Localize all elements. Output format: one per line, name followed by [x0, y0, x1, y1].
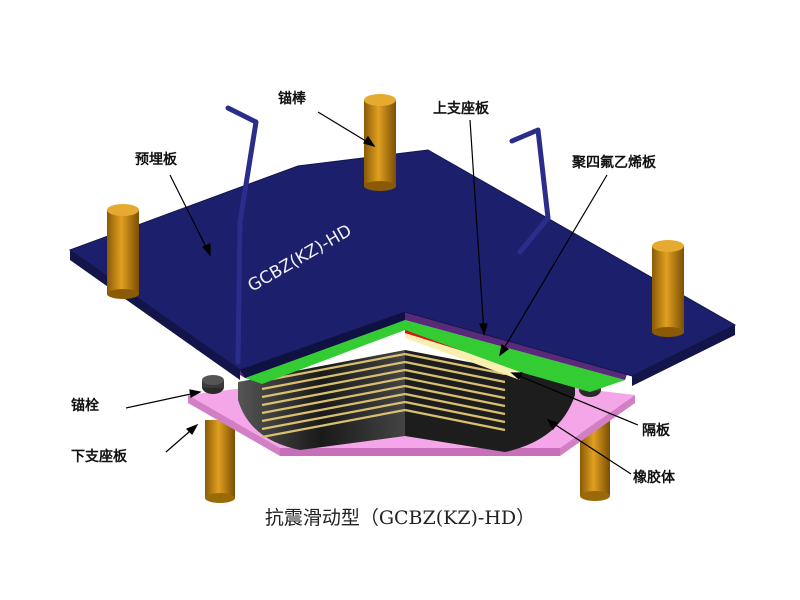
- anchor-rod-right: [509, 127, 551, 255]
- leader-lines: [125, 111, 639, 475]
- upper-anchor-post-center: [364, 94, 396, 191]
- label-embedded-plate: 预埋板: [135, 152, 177, 168]
- leader-ptfe-plate: [499, 174, 608, 357]
- label-lower-seat-plate: 下支座板: [71, 449, 127, 465]
- anchor-bolt-head-left: [202, 375, 224, 394]
- leader-embedded-plate: [169, 174, 211, 257]
- steel-layers-left: [261, 352, 406, 439]
- label-anchor-bolt: 锚栓: [71, 398, 99, 414]
- leader-upper-seat-plate: [469, 119, 488, 336]
- figure-caption: 抗震滑动型（GCBZ(KZ)-HD）: [264, 507, 536, 529]
- label-ptfe-plate: 聚四氟乙烯板: [572, 155, 656, 171]
- label-rubber-body: 橡胶体: [633, 470, 675, 486]
- label-partition-plate: 隔板: [642, 423, 670, 439]
- label-upper-seat-plate: 上支座板: [433, 101, 489, 117]
- upper-anchor-post-right: [652, 240, 684, 337]
- leader-partition-plate: [510, 372, 639, 426]
- leader-anchor-bolt: [125, 389, 202, 409]
- upper-anchor-post-left: [107, 204, 139, 299]
- leader-rubber-body: [546, 418, 632, 475]
- lower-anchor-post-left: [205, 420, 235, 503]
- label-anchor-rod: 锚棒: [278, 91, 306, 107]
- leader-lower-seat-plate: [165, 423, 199, 453]
- leader-anchor-rod: [317, 111, 376, 148]
- ptfe-plate: [245, 320, 625, 392]
- anchor-rod-left: [225, 105, 259, 365]
- partition-plate: [405, 330, 520, 380]
- steel-layers-right: [404, 352, 506, 432]
